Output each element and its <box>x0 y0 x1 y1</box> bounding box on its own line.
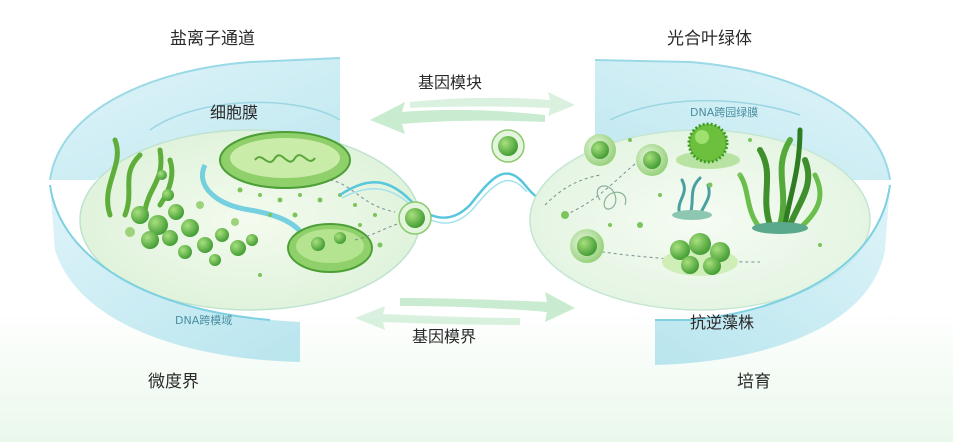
colony-cluster <box>662 233 738 276</box>
right-dish-front-wall <box>655 185 890 365</box>
label-cell-membrane: 细胞膜 <box>210 103 258 122</box>
label-resistant-algae: 抗逆藻株 <box>690 313 754 332</box>
dna-squiggle <box>596 185 627 210</box>
big-seaweed <box>737 127 823 231</box>
right-petri-dish <box>529 59 891 365</box>
floating-particle <box>491 129 525 163</box>
left-cell-cluster <box>125 170 258 266</box>
label-gene-module: 基因模块 <box>418 73 482 92</box>
label-culture: 培育 <box>737 372 771 392</box>
floating-particle <box>398 201 432 235</box>
left-petri-dish <box>49 57 421 362</box>
spiky-algae <box>676 122 740 169</box>
left-dots <box>237 187 383 277</box>
label-dna-left: DNA跨模域 <box>175 314 232 327</box>
bottom-cell <box>287 223 373 273</box>
membrane-curve <box>199 163 308 242</box>
colony <box>570 229 604 263</box>
label-salt-ion-channel: 盐离子通道 <box>170 29 255 49</box>
colony <box>636 144 668 176</box>
label-gene-boundary: 基因模界 <box>412 327 476 346</box>
bottom-exchange-arrows <box>355 292 575 330</box>
left-dish-front-wall <box>50 185 300 362</box>
colony <box>584 134 616 166</box>
right-dots <box>561 138 822 247</box>
label-chloroplast: 光合叶绿体 <box>667 29 752 49</box>
label-micro-boundary: 微度界 <box>148 372 199 392</box>
top-cell <box>219 131 351 189</box>
label-dna-right: DNA跨园绿膜 <box>690 105 758 119</box>
top-exchange-arrows <box>370 92 575 134</box>
left-seaweed <box>105 137 175 218</box>
